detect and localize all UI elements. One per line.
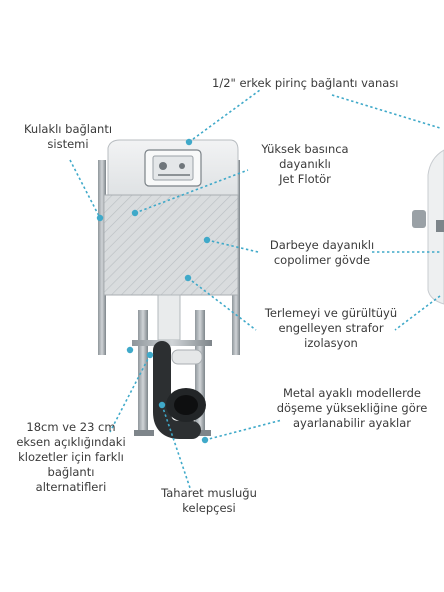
adjacent-product-edge [412,149,444,305]
cistern-frame [98,139,240,436]
label-jet-float: Yüksek basınca dayanıklı Jet Flotör [261,142,349,186]
drain-elbow [153,341,206,439]
label-valve: 1/2" erkek pirinç bağlantı vanası [212,76,399,90]
callout-dots [96,138,211,444]
label-ear-connection: Kulaklı bağlantı sistemi [23,122,113,151]
label-insulation: Terlemeyi ve gürültüyü engelleyen strafo… [264,306,398,350]
label-adjustable-legs: Metal ayaklı modellerde döşeme yüksekliğ… [276,386,428,430]
label-clamp: Taharet musluğu kelepçesi [161,486,257,515]
label-copolymer-body: Darbeye dayanıklı copolimer gövde [269,238,375,267]
callout-lines [69,89,441,489]
label-axis-options: 18cm ve 23 cm eksen açıklığındaki klozet… [16,420,126,494]
